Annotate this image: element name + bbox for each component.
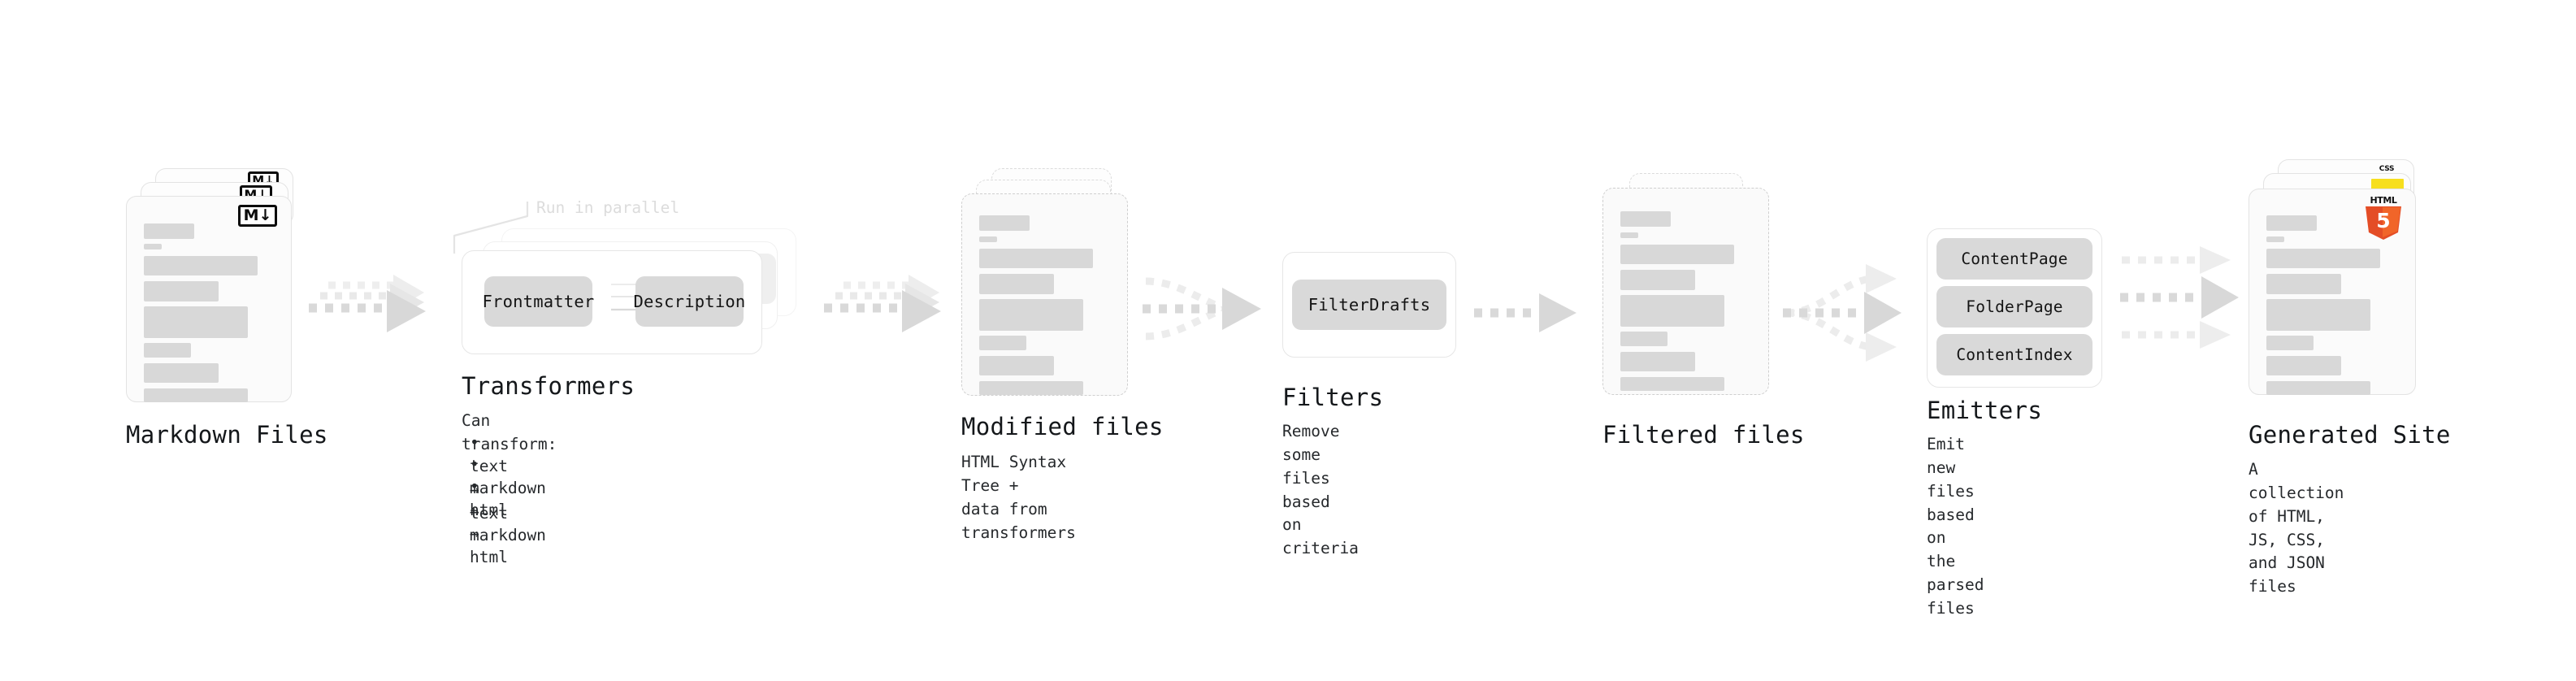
markdown-icon: M↓ <box>238 205 277 227</box>
skeleton-line <box>979 299 1083 331</box>
skeleton-line <box>979 249 1093 268</box>
connector-markdown-to-transformers <box>306 275 444 340</box>
skeleton-line <box>144 223 194 239</box>
filter-chip-filterdrafts[interactable]: FilterDrafts <box>1292 280 1446 330</box>
connector-filtered-to-emitters <box>1780 256 1934 370</box>
skeleton-line <box>979 236 997 242</box>
html5-icon-shield-highlight <box>2383 207 2400 237</box>
connector-modified-to-filters <box>1138 270 1284 351</box>
emitter-chip-folderpage[interactable]: FolderPage <box>1936 286 2092 327</box>
skeleton-line <box>144 343 191 358</box>
emitter-chip-contentpage[interactable]: ContentPage <box>1936 238 2092 280</box>
transformer-chip-description[interactable]: Description <box>634 276 745 327</box>
skeleton-line <box>979 274 1054 294</box>
connector-emitters-to-site <box>2117 241 2271 354</box>
html5-icon-label: HTML <box>2370 195 2397 206</box>
skeleton-line <box>2266 236 2284 242</box>
skeleton-line <box>144 256 258 275</box>
html5-icon-digit: 5 <box>2376 209 2391 232</box>
skeleton-line <box>144 306 248 338</box>
modified-files-title: Modified files <box>961 413 1164 440</box>
skeleton-line <box>2266 274 2341 294</box>
skeleton-line <box>1620 270 1695 290</box>
filtered-card-front <box>1602 188 1769 395</box>
skeleton-line <box>2266 299 2370 331</box>
connector-filters-to-filtered <box>1471 291 1589 340</box>
skeleton-line <box>1620 377 1724 391</box>
generated-card-front: HTML 5 <box>2249 189 2416 395</box>
generated-site-description: A collection of HTML, JS, CSS, and JSON … <box>2249 460 2344 596</box>
html5-icon: HTML 5 <box>2365 195 2402 240</box>
emitter-chip-contentindex[interactable]: ContentIndex <box>1936 334 2092 375</box>
modified-files-description: HTML Syntax Tree + data from transformer… <box>961 453 1076 542</box>
transformer-chip-frontmatter[interactable]: Frontmatter <box>483 276 594 327</box>
transformers-bullet-2: • html → html <box>470 477 508 566</box>
run-in-parallel-label: Run in parallel <box>536 198 680 217</box>
skeleton-line <box>144 244 162 249</box>
filters-title: Filters <box>1282 384 1384 411</box>
modified-card-front <box>961 193 1128 396</box>
transformers-description: Can transform: <box>462 411 557 453</box>
skeleton-line <box>144 281 219 301</box>
markdown-card-front: M↓ <box>126 196 292 402</box>
markdown-files-title: Markdown Files <box>126 421 328 449</box>
emitters-title: Emitters <box>1927 397 2043 424</box>
emitters-description: Emit new files based on the parsed files <box>1927 435 1984 618</box>
skeleton-line <box>2266 381 2370 395</box>
skeleton-line <box>1620 232 1638 238</box>
skeleton-line <box>144 388 248 402</box>
transformers-bullet-1: • markdown → markdown <box>470 455 546 544</box>
filters-description: Remove some files based on criteria <box>1282 422 1359 558</box>
filtered-files-title: Filtered files <box>1602 421 1805 449</box>
transformers-title: Transformers <box>462 372 635 400</box>
skeleton-line <box>2266 336 2314 350</box>
css-icon-label: CSS <box>2379 165 2395 173</box>
skeleton-line <box>1620 211 1671 227</box>
skeleton-line <box>979 381 1083 395</box>
skeleton-line <box>1620 352 1695 371</box>
skeleton-line <box>979 336 1026 350</box>
skeleton-line <box>144 363 219 383</box>
connector-transformers-to-modified <box>821 275 959 340</box>
run-in-parallel-bracket <box>453 200 546 255</box>
skeleton-line <box>1620 332 1667 346</box>
skeleton-line <box>979 215 1030 231</box>
skeleton-line <box>2266 249 2380 268</box>
skeleton-line <box>979 356 1054 375</box>
skeleton-line <box>2266 356 2341 375</box>
skeleton-line <box>1620 295 1724 327</box>
transformers-bullet-0: • text → text <box>470 433 508 523</box>
skeleton-line <box>2266 215 2317 231</box>
skeleton-line <box>1620 245 1734 264</box>
generated-site-title: Generated Site <box>2249 421 2451 449</box>
